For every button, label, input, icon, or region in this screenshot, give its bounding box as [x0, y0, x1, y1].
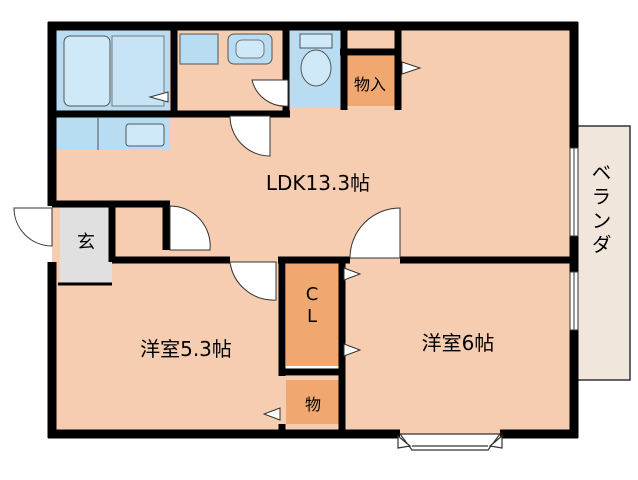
veranda-windows	[569, 147, 579, 331]
ldk-label: LDK13.3帖	[266, 171, 370, 195]
western-room-a-label: 洋室5.3帖	[140, 337, 232, 361]
washbasin-bowl	[235, 39, 265, 59]
washing-machine	[179, 33, 219, 65]
storage-top-floor	[344, 56, 396, 106]
kitchen-sink	[125, 123, 165, 147]
ldk-door-center	[349, 207, 401, 259]
toilet-bowl	[300, 49, 332, 87]
closet-floor	[286, 262, 342, 366]
storage-top-label: 物入	[354, 75, 386, 94]
door-swings	[13, 79, 401, 301]
storage-small-floor	[286, 380, 342, 424]
bathtub	[63, 35, 111, 107]
entrance-door	[13, 207, 53, 247]
toilet-door	[251, 79, 289, 107]
sliding-door-markers	[148, 61, 422, 421]
ldk-door-left	[169, 205, 211, 251]
western-room-b-floor	[342, 258, 574, 434]
entrance-floor	[60, 208, 112, 282]
bay-window	[397, 433, 503, 451]
veranda-label: ベランダ	[588, 162, 612, 258]
interior-walls	[52, 26, 574, 434]
western-a-door	[229, 261, 277, 301]
closet-label-top: C	[306, 284, 319, 305]
storage-small-label: 物	[305, 395, 321, 414]
bath-step	[111, 35, 165, 107]
western-room-b-label: 洋室6帖	[422, 331, 495, 355]
wash-door	[229, 115, 271, 157]
entrance-label: 玄	[77, 232, 95, 253]
toilet-tank	[299, 33, 333, 49]
veranda-floor	[573, 125, 631, 381]
closet-label-bottom: L	[307, 306, 317, 327]
